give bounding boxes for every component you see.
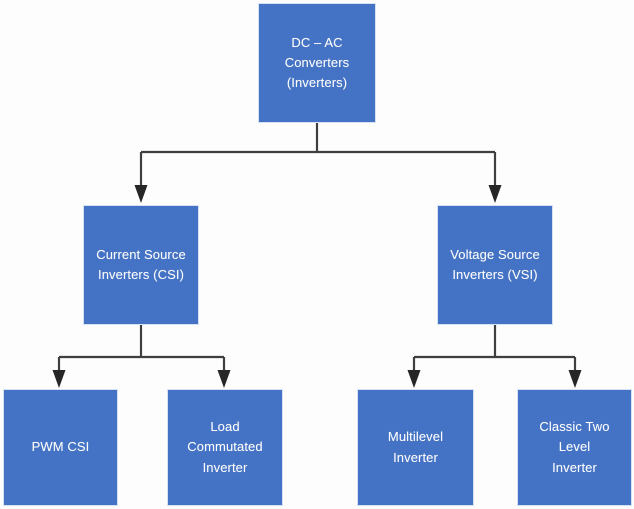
node-label-dc-ac-converters: DC – AC Converters (Inverters) — [284, 34, 350, 91]
node-load-commutated-inverter[interactable]: Load Commutated Inverter — [167, 389, 283, 506]
arrowhead-vsi-to-multilevel — [407, 370, 421, 388]
arrowhead-csi-to-load-commutated — [217, 370, 231, 388]
node-voltage-source-inverters[interactable]: Voltage Source Inverters (VSI) — [437, 205, 553, 325]
node-classic-two-level-inverter[interactable]: Classic Two Level Inverter — [517, 389, 632, 506]
node-label-load-commutated-inverter: Load Commutated Inverter — [187, 419, 263, 475]
node-label-voltage-source-inverters: Voltage Source Inverters (VSI) — [450, 246, 540, 282]
node-label-multilevel-inverter: Multilevel Inverter — [387, 429, 444, 465]
arrowhead-root-to-csi — [134, 185, 148, 203]
arrowhead-root-to-vsi — [488, 185, 502, 203]
arrowhead-csi-to-pwm — [52, 370, 66, 388]
arrowhead-vsi-to-classic-two-level — [568, 370, 582, 388]
node-pwm-csi[interactable]: PWM CSI — [3, 389, 118, 506]
node-dc-ac-converters[interactable]: DC – AC Converters (Inverters) — [258, 3, 376, 123]
node-label-pwm-csi: PWM CSI — [31, 439, 90, 455]
node-multilevel-inverter[interactable]: Multilevel Inverter — [357, 389, 474, 506]
node-label-current-source-inverters: Current Source Inverters (CSI) — [96, 246, 186, 282]
node-current-source-inverters[interactable]: Current Source Inverters (CSI) — [83, 205, 199, 325]
node-label-classic-two-level-inverter: Classic Two Level Inverter — [539, 419, 610, 475]
